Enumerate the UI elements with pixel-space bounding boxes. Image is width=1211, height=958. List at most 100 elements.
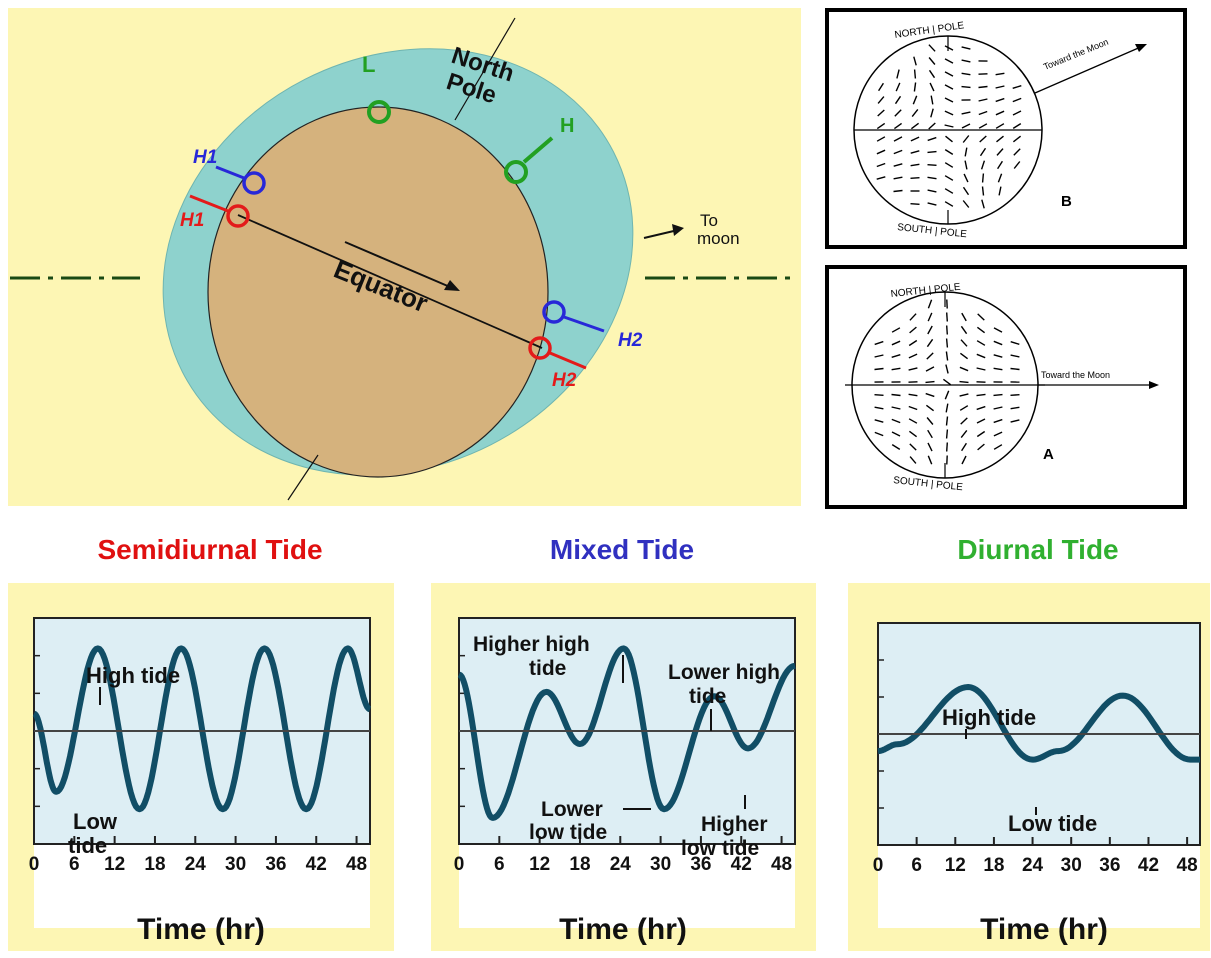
force-dash: [979, 147, 987, 157]
force-dash: [976, 430, 986, 438]
force-dash: [930, 95, 934, 105]
force-dash: [944, 201, 954, 207]
force-dash: [1013, 148, 1021, 156]
force-dash: [891, 367, 901, 371]
force-dash: [981, 199, 985, 209]
force-dash: [959, 366, 969, 372]
mixed-title: Mixed Tide: [549, 534, 695, 565]
force-dash: [944, 71, 954, 77]
rotation-arrowhead: [444, 280, 460, 291]
force-dash: [995, 110, 1005, 116]
x-tick-label: 48: [771, 854, 792, 875]
force-dash: [978, 98, 988, 102]
force-dash: [894, 109, 902, 117]
h1-blue-label: H1: [193, 147, 217, 168]
sphere-b-moon-arrowhead: [1135, 44, 1147, 52]
force-dash: [891, 327, 901, 333]
annotation-higher-low-1: Higher: [701, 813, 768, 836]
force-dash: [927, 189, 937, 193]
diurnal-title: Diurnal Tide: [957, 534, 1119, 565]
force-dash: [1012, 85, 1022, 89]
force-dash: [876, 149, 886, 155]
force-dash: [944, 149, 954, 155]
force-dash: [910, 203, 920, 205]
x-tick-label: 24: [185, 854, 207, 875]
force-dash: [995, 85, 1005, 89]
force-dash: [928, 44, 936, 52]
x-tick-label: 42: [1138, 855, 1159, 876]
low-marker-l: [367, 100, 391, 124]
semidiurnal-title: Semidiurnal Tide: [97, 534, 323, 565]
force-dash: [894, 95, 902, 105]
x-tick-label: 48: [1177, 855, 1198, 876]
annotation-lower-high-1: Lower high: [668, 661, 780, 684]
force-dash: [874, 367, 884, 371]
force-dash: [944, 58, 954, 64]
force-dash: [874, 394, 884, 396]
polar-axis-south: [287, 454, 319, 501]
force-dash: [960, 339, 968, 347]
x-tick-label: 18: [144, 854, 165, 875]
force-dash: [976, 340, 986, 346]
x-tick-label: 0: [29, 854, 40, 875]
force-dash: [909, 326, 917, 334]
force-dash: [944, 188, 954, 194]
force-dash: [944, 390, 950, 400]
force-dash: [962, 186, 970, 196]
force-dash: [925, 366, 935, 372]
force-dash: [945, 416, 949, 426]
force-dash: [913, 56, 917, 66]
force-dash: [927, 429, 933, 439]
force-dash: [908, 430, 918, 438]
force-dash: [977, 313, 985, 321]
force-dash: [962, 135, 970, 143]
force-dash: [944, 97, 954, 103]
force-dash: [910, 122, 920, 130]
force-dash: [925, 380, 935, 384]
force-dash: [929, 82, 935, 92]
annotation-higher-high-1: Higher high: [473, 633, 590, 656]
force-dash: [910, 177, 920, 179]
force-dash: [977, 443, 985, 451]
x-tick-label: 24: [610, 854, 632, 875]
force-dash: [874, 406, 884, 410]
force-dash: [976, 326, 986, 334]
x-tick-label: 6: [69, 854, 80, 875]
x-tick-label: 18: [983, 855, 1004, 876]
x-tick-label: 36: [1099, 855, 1120, 876]
force-dash: [993, 340, 1003, 346]
x-tick-label: 6: [911, 855, 922, 876]
force-dash: [893, 122, 903, 130]
force-dash: [913, 69, 917, 79]
sphere-b-letter: B: [1061, 193, 1072, 210]
force-dash: [876, 122, 886, 130]
force-dash: [944, 84, 954, 90]
force-dash: [891, 393, 901, 397]
h2-blue-line: [563, 315, 605, 333]
polar-axis-north: [454, 17, 516, 121]
force-dash: [995, 123, 1005, 129]
tidal-bulge-diagram: Equator North Pole To moon L H H1 H1 H2 …: [8, 8, 801, 506]
force-dash: [893, 163, 903, 167]
force-dash: [961, 442, 967, 452]
l-label: L: [362, 52, 375, 77]
force-dash: [981, 186, 985, 196]
to-moon-arrow: [643, 229, 679, 239]
x-tick-label: 30: [1061, 855, 1082, 876]
force-dash: [891, 354, 901, 358]
force-dash: [910, 136, 920, 142]
force-dash: [893, 176, 903, 180]
force-dash: [1012, 97, 1022, 103]
force-dash: [893, 189, 903, 193]
rotation-arrow: [344, 241, 451, 288]
force-dash: [926, 352, 934, 360]
force-dash: [912, 95, 918, 105]
force-dash: [945, 351, 949, 361]
force-dash: [895, 82, 901, 92]
force-dash: [909, 456, 917, 464]
sphere-b-moon-arrow: [1034, 45, 1144, 94]
force-dash: [944, 45, 954, 51]
force-dash: [976, 393, 986, 397]
force-dash: [927, 455, 933, 465]
x-axis-label: Time (hr): [980, 913, 1108, 946]
